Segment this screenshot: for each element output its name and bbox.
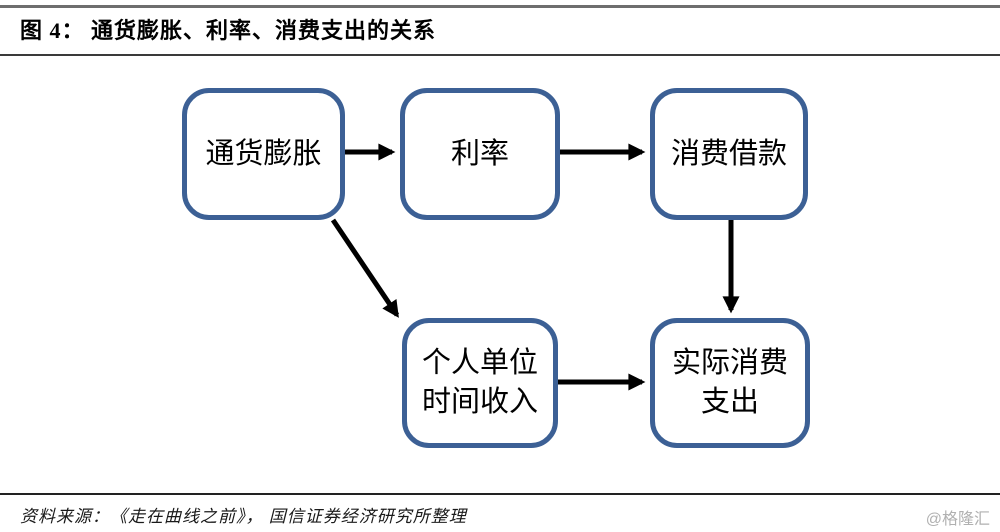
arrow-inflation-to-personal-income	[330, 218, 400, 318]
node-inflation: 通货膨胀	[182, 88, 345, 220]
gelonghui-watermark: @格隆汇	[925, 511, 990, 528]
figure-title: 图 4： 通货膨胀、利率、消费支出的关系	[20, 18, 437, 43]
top-divider	[0, 5, 1000, 8]
flowchart: 通货膨胀 利率 消费借款 个人单位 时间收入 实际消费 支出	[0, 56, 1000, 493]
node-personal-income-per-unit-time: 个人单位 时间收入	[402, 318, 558, 448]
source-note: 资料来源：《走在曲线之前》， 国信证券经济研究所整理	[20, 507, 467, 526]
arrow-layer	[330, 143, 740, 391]
title-divider	[0, 54, 1000, 56]
node-consumer-borrowing: 消费借款	[650, 88, 808, 220]
footer-divider	[0, 493, 1000, 495]
node-actual-consumer-spending: 实际消费 支出	[650, 318, 810, 448]
node-interest-rate: 利率	[400, 88, 560, 220]
